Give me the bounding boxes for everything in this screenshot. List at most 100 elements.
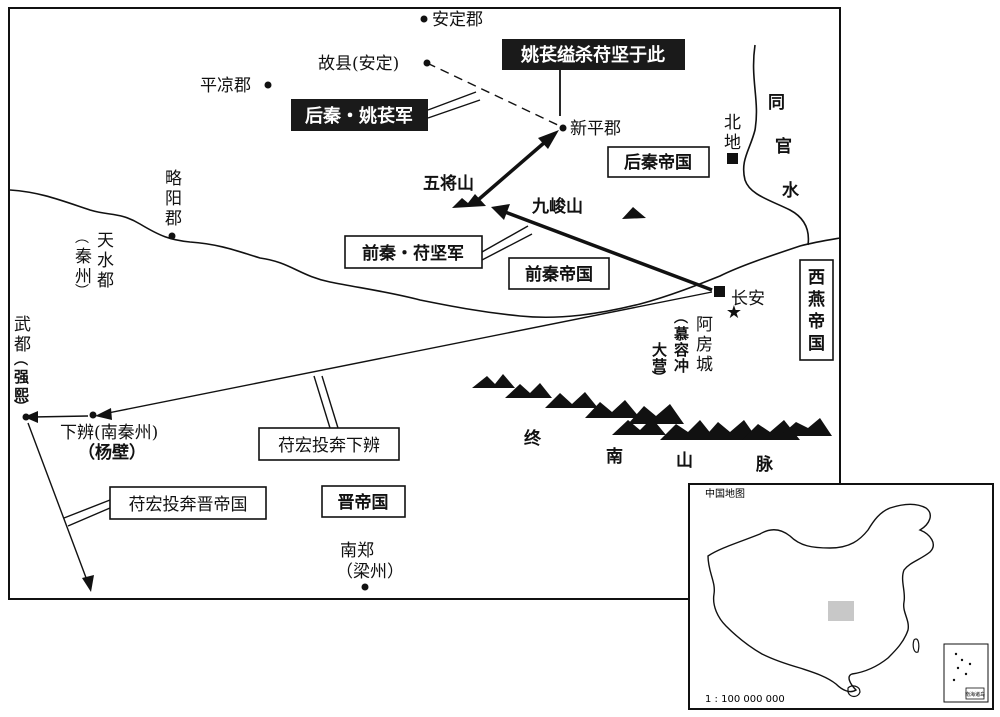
label-xiabian: 下辨(南秦州)	[60, 423, 158, 443]
marker-guxian	[423, 59, 431, 67]
tianshui-char-1: 天	[97, 231, 114, 251]
label-nanzheng: 南郑	[340, 541, 374, 561]
arrow-changan-xiabian	[102, 291, 713, 415]
label-wudu: 武都	[14, 315, 31, 355]
box-houqin-empire-text: 后秦帝国	[624, 152, 692, 173]
label-anding-jun: 安定郡	[432, 10, 483, 30]
xiyan-char-2: 燕	[808, 289, 825, 310]
label-tongguan-shui: 同官水	[768, 93, 800, 201]
arrow-wudu-south	[27, 422, 89, 584]
pointer-fuhong-jin-1	[63, 499, 111, 519]
box-xiyan-empire: 西燕帝国	[799, 259, 834, 361]
murong-paren-close: ︶	[651, 370, 666, 387]
murong-char-3: 冲	[674, 357, 689, 375]
beidi-char-1: 北	[724, 113, 741, 133]
label-qiangxi: ︵强熙︶	[13, 352, 29, 416]
afang-char-3: 城	[696, 355, 713, 375]
marker-wudu	[22, 413, 30, 421]
qiangxi-char-2: 熙	[14, 386, 29, 404]
box-fuhong-xiabian-text: 苻宏投奔下辨	[278, 436, 380, 456]
xiyan-char-3: 帝	[808, 311, 825, 332]
box-fuhong-jin: 苻宏投奔晋帝国	[63, 486, 267, 527]
arrow-wujiang-xinping	[476, 134, 554, 202]
box-houqin-army-bg	[291, 99, 428, 131]
box-houqin-empire-bg	[607, 146, 710, 178]
box-qianqin-empire-bg	[508, 257, 610, 290]
murong-char-1: 慕	[673, 325, 689, 343]
qiangxi-paren-open: ︵	[13, 352, 28, 368]
pointer-houqin-1	[427, 91, 477, 111]
marker-pingliang	[264, 81, 272, 89]
qinzhou-paren-open: ︵	[75, 230, 89, 246]
inset-highlight-region	[828, 601, 854, 621]
box-qianqin-empire: 前秦帝国	[508, 257, 610, 290]
lueyang-char-3: 郡	[165, 209, 182, 229]
marker-anding-jun	[420, 15, 428, 23]
label-wujiang-shan: 五将山	[423, 173, 474, 194]
box-qianqin-army: 前秦・苻坚军	[344, 225, 533, 269]
dashed-route	[426, 62, 563, 128]
wudu-char-1: 武	[14, 315, 31, 335]
box-xiyan-empire-text: 西燕帝国	[808, 268, 825, 354]
label-jiujun-shan: 九峻山	[531, 196, 583, 217]
box-houqin-army: 后秦・姚苌军	[291, 91, 481, 131]
marker-xinping	[559, 124, 567, 132]
box-qianqin-army-text: 前秦・苻坚军	[362, 243, 464, 264]
south-sea-islands	[952, 652, 972, 682]
box-fuhong-xiabian: 苻宏投奔下辨	[258, 375, 400, 461]
taiwan-island	[912, 638, 920, 653]
arrow-changan-wujiang	[504, 210, 713, 292]
box-xiyan-empire-bg	[799, 259, 834, 361]
afang-char-1: 阿	[696, 315, 713, 335]
pointer-qianqin-1	[481, 225, 529, 253]
afang-char-2: 房	[696, 335, 713, 355]
label-lueyang-jun: 略阳郡	[165, 169, 182, 229]
inset-title: 中国地图	[705, 487, 745, 500]
beidi-char-2: 地	[724, 133, 741, 153]
river-border-line	[9, 189, 841, 319]
arrowhead-wujiang	[491, 204, 510, 220]
label-tianshui-du: 天水都	[97, 231, 114, 291]
tianshui-char-3: 都	[97, 271, 114, 291]
box-qianqin-empire-text: 前秦帝国	[525, 264, 593, 285]
box-fuhong-jin-bg	[109, 486, 267, 520]
inset-scale: 1 : 100 000 000	[705, 694, 785, 705]
qinzhou-char-1: 秦	[75, 247, 92, 267]
pointer-fuhong-jin-2	[67, 507, 111, 527]
label-zhongnan-2: 南	[606, 446, 623, 467]
place-markers	[22, 15, 567, 591]
label-xinping-jun: 新平郡	[570, 119, 621, 139]
arrow-xiabian-wudu	[31, 415, 89, 418]
pointer-qianqin-2	[481, 233, 533, 261]
jiujun-mountain-icon	[622, 207, 646, 219]
box-fuhong-xiabian-bg	[258, 427, 400, 461]
murong-paren-open: ︵	[673, 310, 688, 326]
box-jin-empire: 晋帝国	[321, 485, 406, 518]
label-zhongnan-3: 山	[676, 451, 693, 471]
inset-frame	[688, 483, 994, 710]
marker-nanzheng	[361, 583, 369, 591]
qiangxi-char-1: 强	[14, 368, 29, 386]
wudu-char-2: 都	[14, 335, 31, 355]
box-yaochang-kill-text: 姚苌缢杀苻坚于此	[520, 44, 665, 66]
inset-china-map: 中国地图 南海诸岛 1 : 100 000 000	[688, 483, 994, 710]
box-houqin-empire: 后秦帝国	[607, 146, 710, 178]
pointer-fuhong-xiabian-1	[313, 375, 331, 429]
label-liangzhou: （梁州）	[336, 562, 404, 582]
pointer-fuhong-xiabian-2	[321, 375, 339, 429]
box-jin-empire-bg	[321, 485, 406, 518]
murong-char-2: 容	[673, 341, 689, 359]
label-guxian: 故县(安定)	[318, 54, 399, 74]
label-afang-cheng: 阿房城	[696, 315, 713, 375]
zhongnan-mountain-range	[472, 374, 832, 440]
marker-beidi-square	[727, 153, 738, 164]
box-yaochang-kill: 姚苌缢杀苻坚于此	[502, 39, 685, 116]
marker-lueyang	[168, 232, 176, 240]
arrowhead-wudu	[24, 411, 38, 423]
qinzhou-char-2: 州	[75, 267, 92, 287]
wujiang-mountain-icon	[452, 194, 486, 208]
marker-xiabian	[89, 411, 97, 419]
box-fuhong-jin-text: 苻宏投奔晋帝国	[129, 495, 248, 515]
